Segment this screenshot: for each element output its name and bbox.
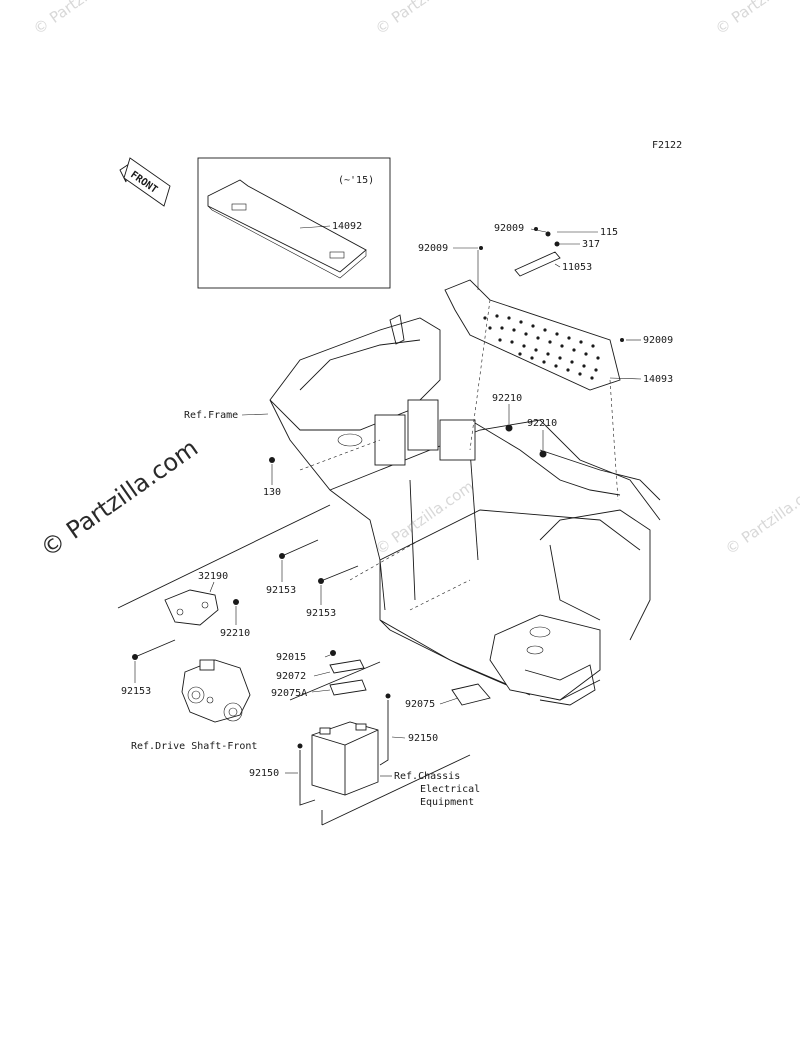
- nut-92210-a: [505, 424, 513, 432]
- watermark-top-left: © Partzilla.com: [30, 0, 135, 38]
- watermark-top-center: © Partzilla.com: [372, 0, 477, 38]
- label-92009-left: 92009: [418, 243, 448, 254]
- label-11053: 11053: [562, 262, 592, 273]
- label-92153-a: 92153: [266, 585, 296, 596]
- leader-lines: [134, 228, 642, 777]
- label-ref-drive-shaft: Ref.Drive Shaft-Front: [131, 741, 257, 752]
- label-ref-chassis-2: Electrical: [420, 784, 480, 795]
- diagram-code: F2122: [652, 140, 682, 151]
- frame-drawing: [269, 314, 661, 706]
- label-14092: 14092: [332, 221, 362, 232]
- label-32190: 32190: [198, 571, 228, 582]
- label-92075A: 92075A: [271, 688, 307, 699]
- bracket-32190: [117, 504, 331, 626]
- inset-box: (~'15) 14092: [197, 157, 391, 289]
- label-92009-right: 92009: [643, 335, 673, 346]
- label-317: 317: [582, 239, 600, 250]
- label-ref-chassis-3: Equipment: [420, 797, 474, 808]
- bolts-92153: [132, 539, 359, 660]
- skid-plate-14093: [444, 279, 621, 501]
- part-labels: 92009 115 317 92009 11053 92009 14093 92…: [121, 223, 673, 808]
- nut-92210-b: [539, 450, 547, 458]
- label-ref-chassis-1: Ref.Chassis: [394, 771, 460, 782]
- battery-assembly: [289, 650, 491, 826]
- label-92075: 92075: [405, 699, 435, 710]
- front-arrow-icon: FRONT: [119, 157, 171, 207]
- watermark-top-right: © Partzilla.com: [712, 0, 800, 38]
- label-92153-c: 92153: [121, 686, 151, 697]
- skid-plate-holes: [483, 314, 600, 380]
- panel-grille: [231, 203, 345, 259]
- front-differential: [181, 659, 251, 723]
- label-14093: 14093: [643, 374, 673, 385]
- label-115: 115: [600, 227, 618, 238]
- label-92153-b: 92153: [306, 608, 336, 619]
- bracket-11053: [479, 227, 624, 342]
- label-92072: 92072: [276, 671, 306, 682]
- label-92015: 92015: [276, 652, 306, 663]
- label-ref-frame: Ref.Frame: [184, 410, 238, 421]
- watermark-mid-right: © Partzilla.com: [722, 477, 800, 558]
- label-92009-top: 92009: [494, 223, 524, 234]
- label-92210-b: 92210: [527, 418, 557, 429]
- watermark-mid-center: © Partzilla.com: [372, 477, 477, 558]
- inset-note: (~'15): [338, 175, 374, 186]
- watermark-main: © Partzilla.com: [35, 434, 203, 563]
- label-92150-right: 92150: [408, 733, 438, 744]
- bolt-130: [269, 457, 275, 463]
- label-92210-c: 92210: [220, 628, 250, 639]
- label-92210-a: 92210: [492, 393, 522, 404]
- label-130: 130: [263, 487, 281, 498]
- label-92150-left: 92150: [249, 768, 279, 779]
